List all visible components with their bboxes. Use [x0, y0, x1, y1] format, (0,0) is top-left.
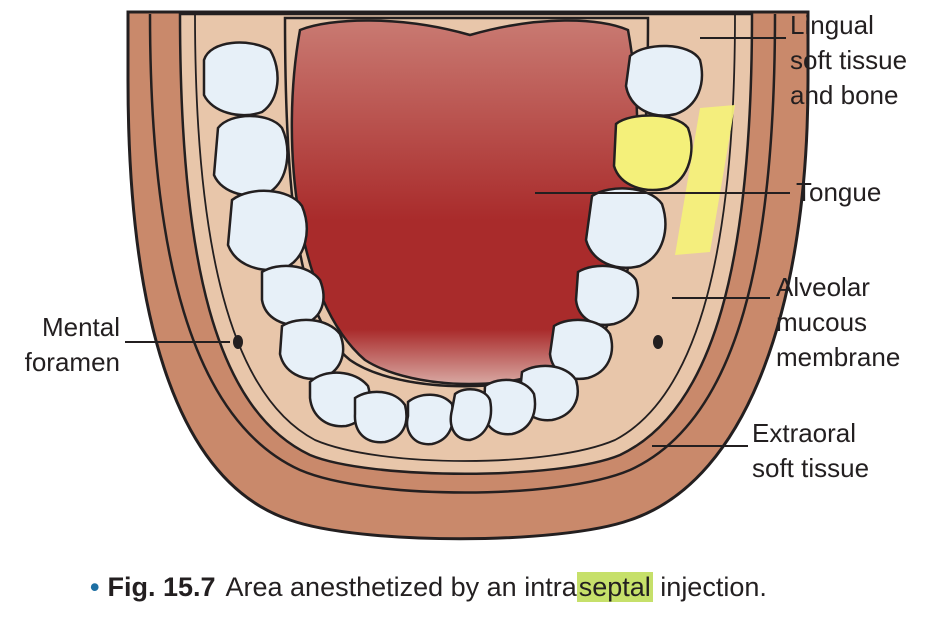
label-alveolar-mucous-membrane: Alveolar mucous membrane: [776, 272, 901, 372]
lingual-contour-line: [194, 13, 736, 462]
caption-highlighted-word: septal: [576, 572, 653, 602]
anesthetized-tooth: [612, 114, 693, 192]
label-tongue: Tongue: [796, 177, 882, 207]
label-extraoral-soft-tissue: Extraoral soft tissue: [752, 418, 870, 483]
caption-bullet: •: [90, 572, 100, 602]
mental-foramen-right: [653, 335, 663, 349]
tooth: [584, 187, 667, 269]
mental-foramen-left: [233, 335, 243, 349]
teeth-right: [449, 44, 704, 442]
tooth: [278, 318, 345, 381]
outer-contour-line: [148, 13, 777, 494]
mandible-diagram: [125, 10, 810, 541]
tooth: [624, 44, 704, 117]
tooth: [226, 189, 308, 272]
caption-text-before: Area anesthetized by an intra: [225, 572, 577, 602]
caption-text-after: injection.: [652, 572, 767, 602]
tooth: [449, 387, 493, 442]
label-lingual-soft-tissue: Lingual soft tissue and bone: [790, 10, 908, 110]
figure-number: Fig. 15.7: [107, 572, 216, 602]
tooth: [260, 264, 325, 327]
teeth-left: [202, 41, 455, 446]
tooth: [212, 114, 289, 197]
tooth: [405, 393, 455, 446]
label-mental-foramen: Mental foramen: [24, 312, 120, 377]
tooth: [202, 41, 279, 117]
anesthetized-area: [675, 105, 735, 255]
figure-caption: •Fig. 15.7 Area anesthetized by an intras…: [90, 572, 767, 603]
tooth: [353, 390, 408, 444]
tooth: [574, 264, 640, 327]
